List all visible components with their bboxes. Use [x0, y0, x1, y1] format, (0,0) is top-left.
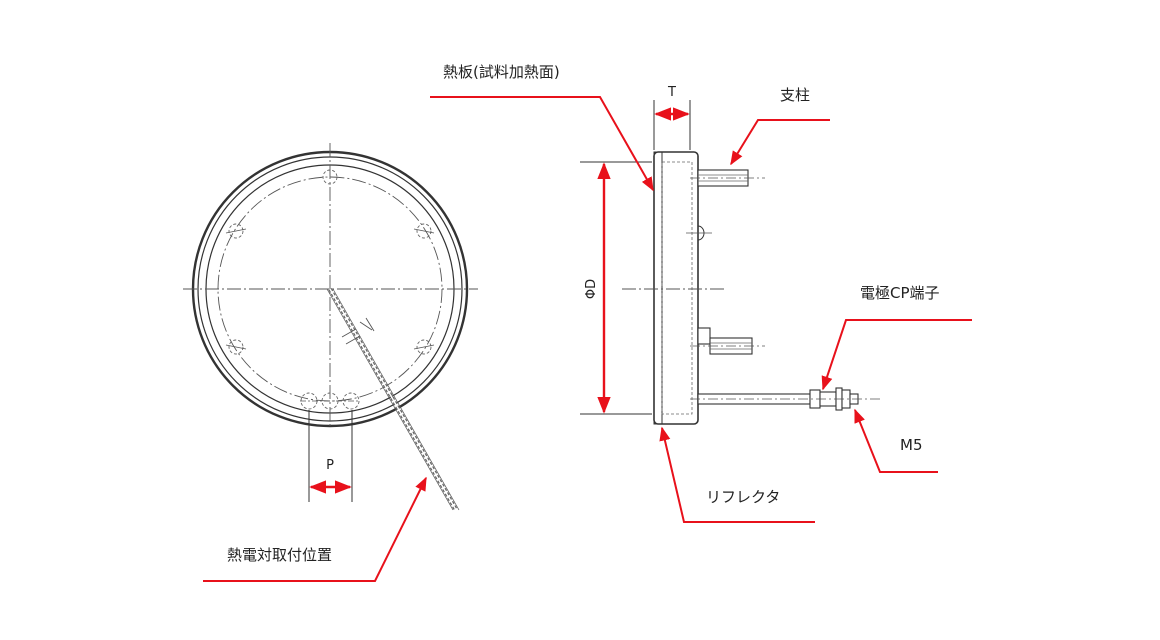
thread-size-leader-line — [854, 408, 938, 473]
support-post-leader-line — [730, 119, 830, 166]
reflector-label: リフレクタ — [706, 488, 780, 506]
thickness-dimension — [653, 100, 691, 150]
bolt-hole-top — [322, 169, 338, 185]
support-post-upper — [690, 169, 765, 187]
thermocouple-position-label: 熱電対取付位置 — [227, 546, 332, 564]
heat-plate-label: 熱板(試料加熱面) — [443, 63, 560, 81]
heat-plate-leader-line — [430, 96, 654, 192]
terminal-hole-right — [342, 392, 360, 410]
inner-hidden-outline — [661, 161, 693, 415]
bolt-hole-lower-right — [416, 339, 432, 355]
electrode-terminal-rod — [690, 387, 882, 411]
thickness-dimension-label: T — [667, 85, 676, 100]
thermocouple-leader-line — [203, 476, 427, 582]
diameter-dimension — [580, 161, 652, 415]
reflector-body — [653, 151, 699, 425]
thread-size-label: M5 — [900, 436, 923, 454]
front-view: P 熱電対取付位置 — [183, 143, 478, 582]
side-view: T ΦD 熱板(試料加熱面) 支柱 電極CP端子 M5 リフレクタ — [430, 63, 972, 523]
bolt-hole-lower-left — [228, 339, 244, 355]
pitch-dimension — [308, 410, 353, 502]
support-post-label: 支柱 — [780, 86, 810, 104]
bolt-hole-upper-left — [228, 223, 244, 239]
bolt-hole-upper-right — [416, 223, 432, 239]
hole-center-marks — [225, 228, 435, 402]
reflector-leader-line — [659, 426, 815, 523]
diameter-dimension-label: ΦD — [584, 279, 599, 299]
electrode-terminal-label: 電極CP端子 — [860, 284, 940, 302]
support-post-lower — [690, 327, 765, 355]
pitch-dimension-label: P — [326, 458, 334, 473]
electrode-terminal-leader-line — [821, 319, 972, 391]
thermocouple-probe — [326, 288, 460, 511]
